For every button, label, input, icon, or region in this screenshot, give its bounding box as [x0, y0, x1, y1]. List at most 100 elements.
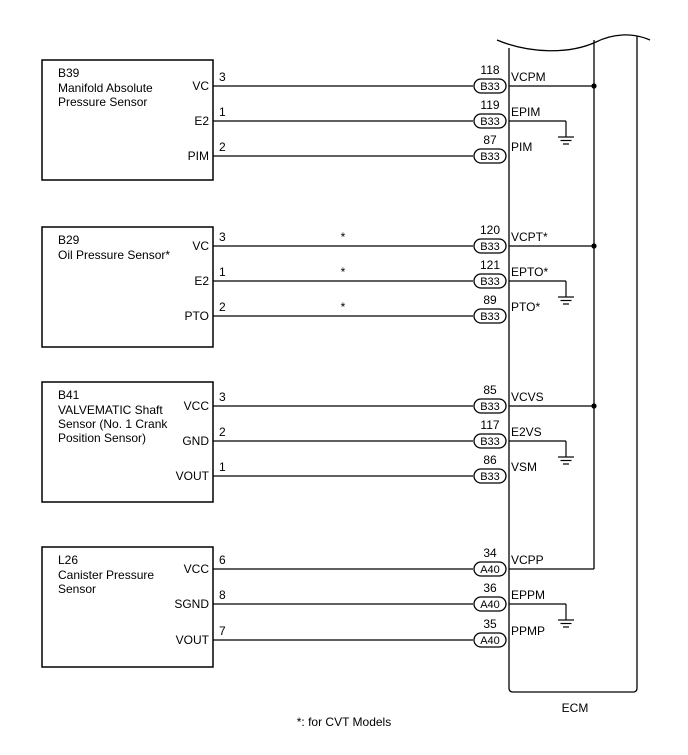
sensor-id: B29 — [58, 233, 80, 247]
ecm-terminal-label: VCPP — [511, 553, 544, 567]
sensor-pin-number: 1 — [219, 265, 226, 279]
connector-code: B33 — [480, 241, 500, 253]
connector-pill — [473, 433, 507, 449]
sensor-pin-label: PTO — [185, 309, 209, 323]
ecm-pin-number: 118 — [480, 63, 499, 77]
sensor-pin-label: VCC — [184, 562, 210, 576]
sensor-pin-label: GND — [182, 434, 209, 448]
connector-code: A40 — [480, 599, 500, 611]
footnote: *: for CVT Models — [297, 715, 391, 729]
wire-asterisk: * — [341, 230, 346, 244]
ecm-block: ECM — [496, 34, 651, 715]
ecm-terminal-label: PTO* — [511, 300, 540, 314]
connector-pill — [473, 468, 507, 484]
sensor-pin-number: 2 — [219, 140, 226, 154]
ecm-label: ECM — [562, 701, 589, 715]
sensor-id: L26 — [58, 553, 78, 567]
connector-code: B33 — [480, 311, 500, 323]
sensor-box-manifold-absolute-pressure-sensor — [41, 59, 214, 181]
sensor-pin-label: E2 — [194, 274, 209, 288]
wire-asterisk: * — [341, 265, 346, 279]
ecm-pin-number: 121 — [480, 258, 500, 272]
ecm-pin-number: 89 — [483, 293, 497, 307]
sensor-pin-number: 7 — [219, 624, 226, 638]
sensor-pin-number: 3 — [219, 70, 226, 84]
sensor-box-valvematic-shaft-sensor — [41, 381, 214, 503]
sensor-pin-label: SGND — [174, 597, 209, 611]
connector-pill — [473, 148, 507, 164]
ecm-terminal-label: VCPT* — [511, 230, 548, 244]
sensor-name-line: VALVEMATIC Shaft — [58, 403, 163, 417]
ecm-pin-number: 86 — [483, 453, 497, 467]
ecm-pin-number: 120 — [480, 223, 500, 237]
junction-dot — [591, 403, 597, 409]
sensor-pin-label: VOUT — [176, 633, 210, 647]
connector-pill — [473, 308, 507, 324]
ecm-terminal-label: E2VS — [511, 425, 542, 439]
ecm-terminal-label: EPTO* — [511, 265, 548, 279]
ecm-pin-number: 119 — [480, 98, 499, 112]
sensor-name-line: Sensor — [58, 582, 96, 596]
ecm-pin-number: 35 — [483, 617, 497, 631]
sensor-pin-number: 1 — [219, 460, 226, 474]
connector-pill — [473, 273, 507, 289]
sensor-id: B39 — [58, 66, 80, 80]
sensor-box-oil-pressure-sensor — [41, 226, 214, 348]
connector-pill — [473, 596, 507, 612]
ecm-pin-number: 36 — [483, 581, 497, 595]
connector-code: B33 — [480, 471, 500, 483]
sensor-pin-label: VOUT — [176, 469, 210, 483]
wire-asterisk: * — [341, 300, 346, 314]
connector-code: B33 — [480, 151, 500, 163]
connector-pill — [473, 113, 507, 129]
sensor-pin-number: 3 — [219, 230, 226, 244]
sensor-pin-number: 8 — [219, 588, 226, 602]
sensor-name-line: Sensor (No. 1 Crank — [58, 417, 168, 431]
connector-code: B33 — [480, 401, 500, 413]
connector-pill — [473, 398, 507, 414]
connector-code: B33 — [480, 116, 500, 128]
ecm-pin-number: 34 — [483, 546, 497, 560]
sensor-name-line: Manifold Absolute — [58, 81, 153, 95]
sensor-pin-label: PIM — [188, 149, 209, 163]
sensor-pin-number: 3 — [219, 390, 226, 404]
sensor-id: B41 — [58, 388, 80, 402]
ecm-pin-number: 117 — [480, 418, 499, 432]
connector-pill — [473, 238, 507, 254]
sensor-pin-label: VC — [192, 79, 209, 93]
sensor-pin-label: VCC — [184, 399, 210, 413]
sensor-name-line: Position Sensor) — [58, 431, 146, 445]
ecm-break-line — [496, 34, 651, 52]
ecm-terminal-label: VSM — [511, 460, 537, 474]
junction-dot — [591, 243, 597, 249]
connector-code: B33 — [480, 436, 500, 448]
ecm-terminal-label: VCPM — [511, 70, 546, 84]
ecm-outline — [508, 36, 638, 693]
ecm-terminal-label: EPIM — [511, 105, 540, 119]
sensor-pin-number: 6 — [219, 553, 226, 567]
sensor-box-canister-pressure-sensor — [41, 546, 214, 668]
sensor-name-line: Pressure Sensor — [58, 95, 147, 109]
ecm-terminal-label: PPMP — [511, 624, 545, 638]
ecm-terminal-label: EPPM — [511, 588, 545, 602]
sensor-pin-label: E2 — [194, 114, 209, 128]
ecm-pin-number: 87 — [483, 133, 497, 147]
connector-code: B33 — [480, 81, 500, 93]
sensor-pin-number: 2 — [219, 425, 226, 439]
sensor-pin-label: VC — [192, 239, 209, 253]
connector-pill — [473, 561, 507, 577]
connector-code: B33 — [480, 276, 500, 288]
ecm-pin-number: 85 — [483, 383, 497, 397]
sensor-name-line: Oil Pressure Sensor* — [58, 248, 170, 262]
connector-code: A40 — [480, 635, 500, 647]
connector-pill — [473, 78, 507, 94]
sensor-pin-number: 1 — [219, 105, 226, 119]
sensor-pin-number: 2 — [219, 300, 226, 314]
connector-pill — [473, 632, 507, 648]
